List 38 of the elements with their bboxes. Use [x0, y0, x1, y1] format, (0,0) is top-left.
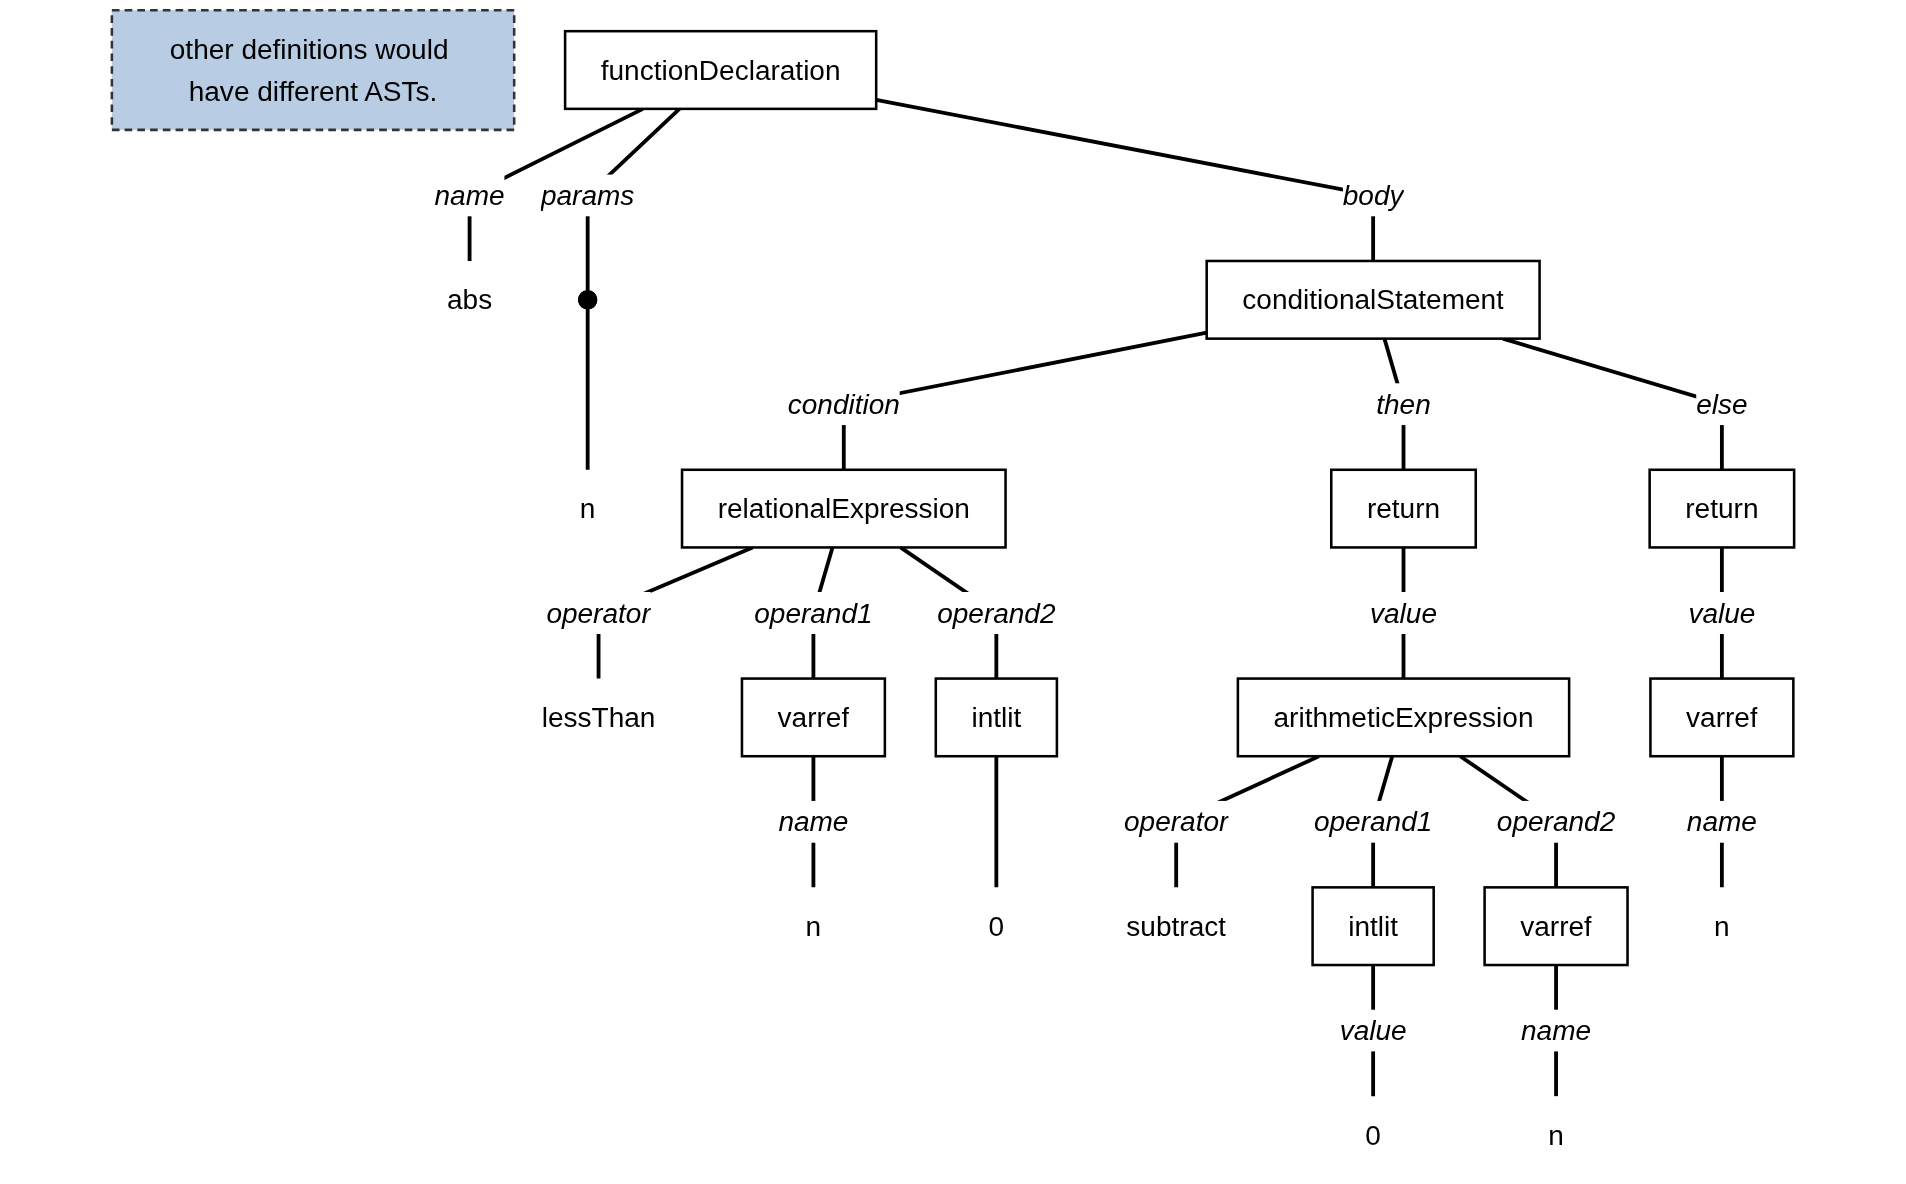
edge-label: name — [1521, 1014, 1592, 1047]
node-text: lessThan — [541, 701, 656, 734]
connector — [585, 308, 590, 470]
node-text: 0 — [988, 910, 1005, 943]
edge-label: value — [1688, 597, 1756, 629]
edge-label: condition — [787, 388, 900, 421]
node-box: conditionalStatement — [1205, 259, 1541, 340]
edge-label: operand1 — [1313, 805, 1433, 838]
edge-label: operand2 — [1496, 805, 1616, 838]
node-box: varref — [1483, 886, 1629, 967]
node-box: varref — [740, 677, 887, 758]
node-text: n — [1714, 910, 1730, 943]
node-text: n — [805, 910, 822, 943]
edge-label: name — [778, 805, 849, 838]
node-text: n — [579, 492, 596, 525]
node-box: intlit — [1311, 886, 1435, 967]
edge-label: else — [1696, 388, 1748, 421]
node-box: intlit — [934, 677, 1059, 758]
node-text: 0 — [1365, 1119, 1381, 1151]
edge-label: operand1 — [754, 597, 873, 629]
node-text: n — [1548, 1119, 1564, 1151]
node-box: other definitions would have different ASTs. — [110, 8, 516, 132]
node-box: functionDeclaration — [563, 29, 878, 111]
edge-label: value — [1339, 1014, 1407, 1047]
node-box: return — [1330, 468, 1478, 549]
connector — [994, 756, 999, 888]
edge-label: value — [1370, 597, 1437, 629]
node-text: subtract — [1126, 910, 1227, 943]
node-box: relationalExpression — [680, 468, 1007, 549]
node-box: varref — [1649, 677, 1795, 758]
node-box: return — [1648, 468, 1796, 549]
edge-label: operand2 — [937, 597, 1056, 629]
node-box: arithmeticExpression — [1236, 677, 1571, 758]
edge-label: name — [434, 179, 505, 212]
node-text: abs — [447, 283, 493, 316]
edge-label: params — [540, 179, 635, 212]
edge-label: name — [1686, 805, 1757, 838]
edge-label: then — [1376, 388, 1431, 421]
